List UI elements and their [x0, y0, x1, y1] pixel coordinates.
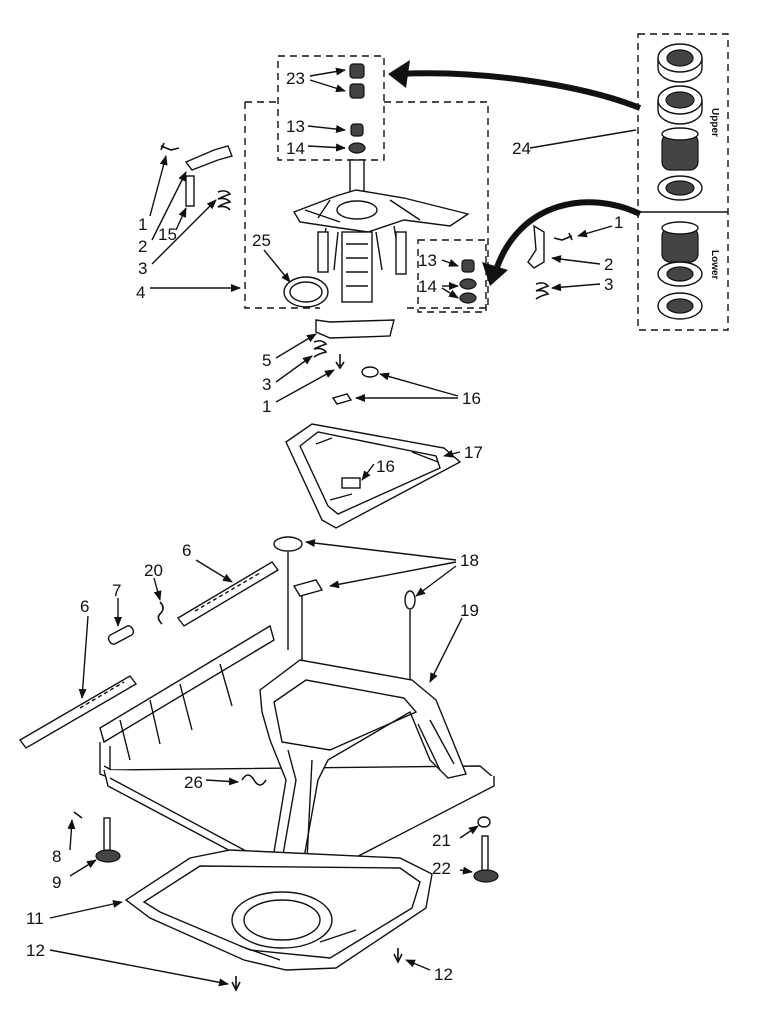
callout-1-right: 1: [614, 213, 623, 232]
screw-12-right: [393, 948, 403, 964]
seal-23-top: [349, 63, 365, 79]
bracket-2-right: [527, 224, 545, 269]
spring-3-lower: [313, 340, 328, 358]
callout-20: 20: [144, 561, 163, 580]
screw-12-left: [231, 976, 241, 992]
lower-seal-box: [417, 239, 487, 313]
callout-6-upper: 6: [182, 541, 191, 560]
callout-14-lower: 14: [418, 277, 437, 296]
callout-5: 5: [262, 351, 271, 370]
foot-left: [73, 811, 121, 863]
upper-kit-arrow: [397, 70, 642, 111]
gearcase-leg: [341, 231, 373, 303]
bolt-1-lower: [335, 354, 345, 370]
callout-24: 24: [512, 139, 531, 158]
rail-6-lower: [18, 675, 138, 749]
bolt-1-right: [553, 232, 573, 241]
leveling-foot-22: [473, 869, 499, 883]
callout-4: 4: [136, 283, 145, 302]
pad-16-c: [341, 477, 361, 489]
callout-18: 18: [460, 551, 479, 570]
spring-7: [107, 625, 135, 645]
bolt-1-left: [160, 142, 180, 151]
callout-17: 17: [464, 443, 483, 462]
pad-16-a: [361, 366, 379, 378]
washer-14-upper: [348, 142, 366, 154]
bracket-2-left: [184, 145, 233, 171]
bearing-kit-box: Upper Lower: [637, 33, 729, 331]
base-plate-11: [124, 849, 433, 971]
bearing-13-lower: [461, 259, 475, 273]
callout-1-left: 1: [138, 215, 147, 234]
leader-lines: [49, 67, 637, 987]
gearcase-outline: [244, 101, 489, 309]
callout-2-right: 2: [604, 255, 613, 274]
pad-support-17: [285, 423, 462, 529]
washer-14-lower-b: [459, 292, 477, 304]
gearcase-assembly: [244, 55, 489, 313]
upper-bearing-parts: [657, 43, 703, 201]
lower-bracket-group: [313, 319, 395, 370]
kit-outline: [637, 33, 729, 331]
mount-18-a: [273, 536, 303, 552]
right-bracket-group: [527, 224, 573, 300]
gearcase-housing: [292, 189, 470, 233]
nut-8: [73, 811, 83, 819]
rail-6-upper: [176, 561, 280, 627]
callout-6-lower: 6: [80, 597, 89, 616]
mount-18-b: [292, 579, 324, 597]
callout-22: 22: [432, 859, 451, 878]
callout-11: 11: [26, 909, 44, 928]
mount-18-c: [404, 590, 416, 610]
left-bracket-group: [160, 142, 233, 211]
callout-13-lower: 13: [418, 251, 437, 270]
base-frame-19: [99, 624, 496, 889]
callout-7: 7: [112, 581, 121, 600]
callout-3-left: 3: [138, 259, 147, 278]
spring-3-right: [535, 282, 550, 300]
pin-15: [185, 175, 195, 207]
callout-12-left: 12: [26, 941, 45, 960]
callout-16-b: 16: [376, 457, 395, 476]
callout-25: 25: [252, 231, 271, 250]
callout-14-upper: 14: [286, 139, 305, 158]
clip-20: [157, 601, 164, 625]
callout-26: 26: [184, 773, 203, 792]
kit-upper-label: Upper: [709, 108, 720, 137]
callout-12-right: 12: [434, 965, 453, 984]
callout-3-right: 3: [604, 275, 613, 294]
nut-21: [477, 816, 491, 828]
callout-numbers: 23 13 14 1 2 15 3 4 25 13 14 1 2 3 24 5 …: [26, 69, 623, 984]
callout-19: 19: [460, 601, 479, 620]
lower-bearing-parts: [657, 221, 703, 320]
callout-13-upper: 13: [286, 117, 305, 136]
kit-lower-label: Lower: [709, 250, 720, 280]
leveling-foot-9: [95, 849, 121, 863]
callout-3-lower: 3: [262, 375, 271, 394]
callout-2-left: 2: [138, 237, 147, 256]
upper-seal-box: [277, 55, 385, 161]
seal-23-bottom: [349, 83, 365, 99]
callout-8: 8: [52, 847, 61, 866]
washer-14-lower-a: [459, 278, 477, 290]
foot-right: [473, 816, 499, 883]
callout-21: 21: [432, 831, 451, 850]
bracket-5: [315, 319, 395, 339]
bearing-13-upper: [350, 123, 364, 137]
callout-23: 23: [286, 69, 305, 88]
lower-kit-arrow: [493, 199, 642, 271]
pad-16-b: [331, 393, 353, 405]
callout-1-lower: 1: [262, 397, 271, 416]
callout-15: 15: [158, 225, 177, 244]
clip-26: [241, 774, 267, 786]
callout-16-a: 16: [462, 389, 481, 408]
callout-9: 9: [52, 873, 61, 892]
spring-3-left: [217, 190, 232, 211]
upper-kit-arrowhead: [388, 60, 410, 88]
